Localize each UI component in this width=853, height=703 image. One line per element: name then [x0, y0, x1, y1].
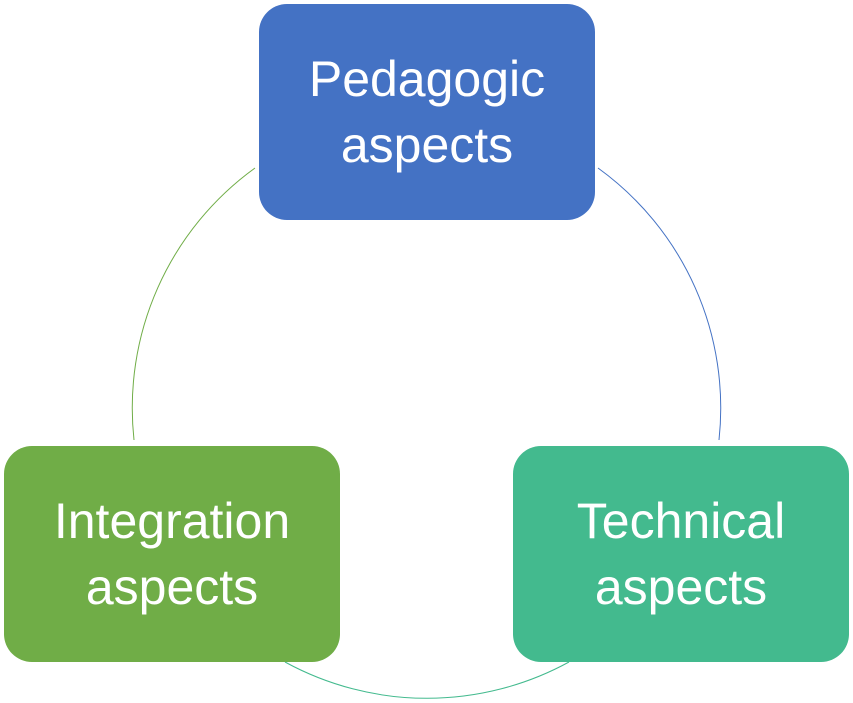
- connector-arc-integration-to-pedagogic: [131, 167, 256, 441]
- pedagogic-aspects-subtitle: aspects: [340, 117, 514, 173]
- technical-aspects-title: Technical: [576, 493, 786, 549]
- technical-aspects-box: Technical aspects: [513, 446, 849, 662]
- integration-aspects-subtitle: aspects: [85, 559, 259, 615]
- connector-arc-technical-to-integration: [284, 661, 570, 699]
- pedagogic-aspects-box: Pedagogic aspects: [259, 4, 595, 220]
- integration-aspects-box: Integration aspects: [4, 446, 340, 662]
- connector-arc-pedagogic-to-technical: [597, 167, 722, 441]
- technical-aspects-subtitle: aspects: [594, 559, 768, 615]
- pedagogic-aspects-title: Pedagogic: [308, 51, 546, 107]
- integration-aspects-title: Integration: [53, 493, 291, 549]
